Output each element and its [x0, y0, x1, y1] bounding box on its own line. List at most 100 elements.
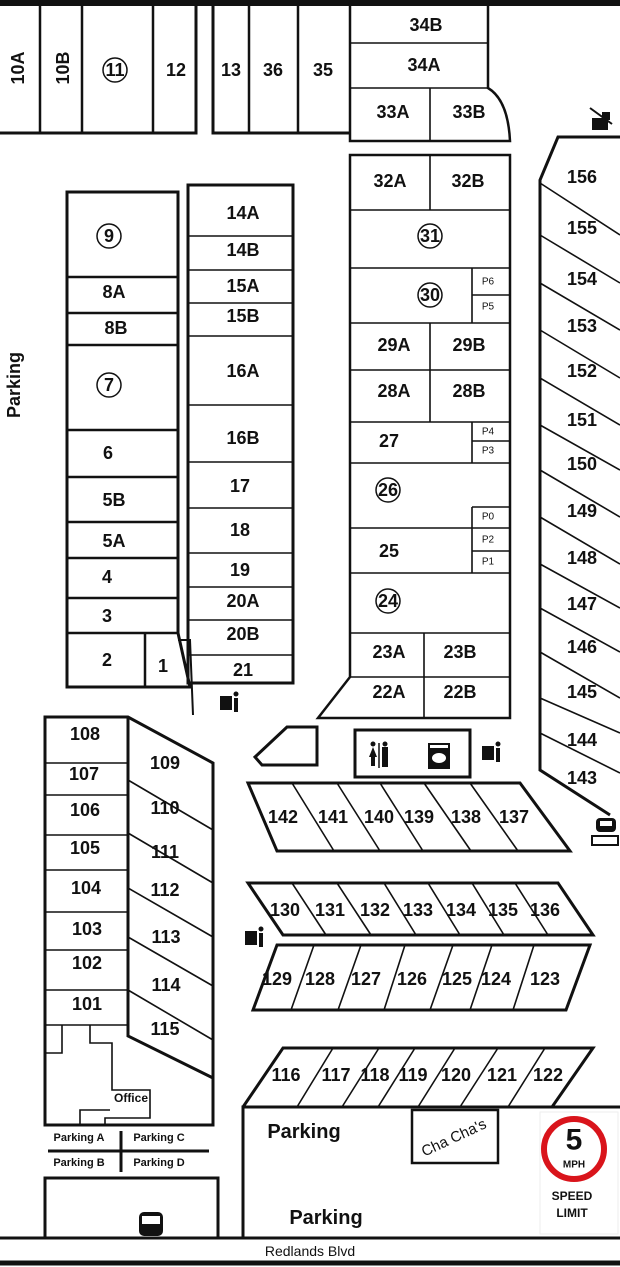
site-unit-119[interactable]: 119	[398, 1065, 427, 1085]
site-unit-111[interactable]: 111	[151, 842, 179, 862]
site-unit-12[interactable]: 12	[166, 60, 186, 80]
site-unit-140[interactable]: 140	[364, 807, 394, 827]
power-post-label[interactable]: P0	[482, 512, 495, 523]
site-unit-27[interactable]: 27	[379, 431, 399, 451]
site-unit-113[interactable]: 113	[151, 927, 180, 947]
site-unit-24[interactable]: 24	[378, 591, 398, 611]
site-unit-33b[interactable]: 33B	[452, 102, 485, 122]
site-unit-22a[interactable]: 22A	[372, 682, 405, 702]
site-unit-133[interactable]: 133	[403, 900, 433, 920]
site-unit-18[interactable]: 18	[230, 520, 250, 540]
site-unit-25[interactable]: 25	[379, 541, 399, 561]
site-unit-3[interactable]: 3	[102, 606, 112, 626]
site-unit-33a[interactable]: 33A	[376, 102, 409, 122]
site-unit-107[interactable]: 107	[69, 764, 99, 784]
power-post-label[interactable]: P4	[482, 427, 495, 438]
site-unit-23b[interactable]: 23B	[443, 642, 476, 662]
site-unit-124[interactable]: 124	[481, 969, 511, 989]
site-unit-15b[interactable]: 15B	[226, 306, 259, 326]
site-unit-142[interactable]: 142	[268, 807, 298, 827]
power-post-label[interactable]: P2	[482, 535, 495, 546]
site-unit-147[interactable]: 147	[567, 594, 597, 614]
site-unit-103[interactable]: 103	[72, 919, 102, 939]
site-unit-31[interactable]: 31	[420, 226, 440, 246]
site-unit-5a[interactable]: 5A	[102, 531, 125, 551]
site-unit-8b[interactable]: 8B	[104, 318, 127, 338]
site-unit-155[interactable]: 155	[567, 218, 597, 238]
site-unit-132[interactable]: 132	[360, 900, 390, 920]
site-unit-143[interactable]: 143	[567, 768, 597, 788]
site-unit-120[interactable]: 120	[441, 1065, 471, 1085]
site-unit-1[interactable]: 1	[158, 656, 168, 676]
site-unit-101[interactable]: 101	[72, 994, 102, 1014]
site-unit-126[interactable]: 126	[397, 969, 427, 989]
site-unit-13[interactable]: 13	[221, 60, 241, 80]
site-unit-104[interactable]: 104	[71, 878, 101, 898]
site-unit-17[interactable]: 17	[230, 476, 250, 496]
site-unit-16b[interactable]: 16B	[226, 428, 259, 448]
site-unit-28b[interactable]: 28B	[452, 381, 485, 401]
site-unit-8a[interactable]: 8A	[102, 282, 125, 302]
site-unit-32b[interactable]: 32B	[451, 171, 484, 191]
site-unit-150[interactable]: 150	[567, 454, 597, 474]
site-unit-14a[interactable]: 14A	[226, 203, 259, 223]
site-unit-125[interactable]: 125	[442, 969, 472, 989]
site-unit-116[interactable]: 116	[271, 1065, 300, 1085]
site-unit-7[interactable]: 7	[104, 375, 114, 395]
site-unit-138[interactable]: 138	[451, 807, 481, 827]
site-unit-136[interactable]: 136	[530, 900, 560, 920]
site-unit-114[interactable]: 114	[151, 975, 180, 995]
site-unit-35[interactable]: 35	[313, 60, 333, 80]
power-post-label[interactable]: P1	[482, 557, 495, 568]
site-unit-117[interactable]: 117	[321, 1065, 350, 1085]
site-unit-106[interactable]: 106	[70, 800, 100, 820]
site-unit-110[interactable]: 110	[150, 798, 179, 818]
site-unit-4[interactable]: 4	[102, 567, 112, 587]
site-unit-122[interactable]: 122	[533, 1065, 563, 1085]
site-unit-32a[interactable]: 32A	[373, 171, 406, 191]
site-unit-22b[interactable]: 22B	[443, 682, 476, 702]
site-unit-29a[interactable]: 29A	[377, 335, 410, 355]
site-unit-102[interactable]: 102	[72, 953, 102, 973]
site-unit-154[interactable]: 154	[567, 269, 597, 289]
site-unit-34b[interactable]: 34B	[409, 15, 442, 35]
site-unit-21[interactable]: 21	[233, 660, 253, 680]
site-unit-30[interactable]: 30	[420, 285, 440, 305]
site-unit-9[interactable]: 9	[104, 226, 114, 246]
site-unit-127[interactable]: 127	[351, 969, 381, 989]
site-unit-105[interactable]: 105	[70, 838, 100, 858]
site-unit-134[interactable]: 134	[446, 900, 476, 920]
site-unit-36[interactable]: 36	[263, 60, 283, 80]
site-unit-130[interactable]: 130	[270, 900, 300, 920]
site-unit-128[interactable]: 128	[305, 969, 335, 989]
power-post-label[interactable]: P5	[482, 302, 495, 313]
site-unit-151[interactable]: 151	[567, 410, 597, 430]
site-unit-149[interactable]: 149	[567, 501, 597, 521]
site-unit-153[interactable]: 153	[567, 316, 597, 336]
site-unit-29b[interactable]: 29B	[452, 335, 485, 355]
site-unit-2[interactable]: 2	[102, 650, 112, 670]
site-unit-115[interactable]: 115	[150, 1019, 179, 1039]
site-unit-109[interactable]: 109	[150, 753, 180, 773]
site-unit-131[interactable]: 131	[315, 900, 345, 920]
site-unit-34a[interactable]: 34A	[407, 55, 440, 75]
site-unit-26[interactable]: 26	[378, 480, 398, 500]
site-unit-141[interactable]: 141	[318, 807, 348, 827]
power-post-label[interactable]: P6	[482, 277, 495, 288]
site-unit-123[interactable]: 123	[530, 969, 560, 989]
site-unit-28a[interactable]: 28A	[377, 381, 410, 401]
site-unit-11[interactable]: 11	[105, 60, 124, 80]
site-unit-148[interactable]: 148	[567, 548, 597, 568]
site-unit-118[interactable]: 118	[360, 1065, 389, 1085]
site-unit-137[interactable]: 137	[499, 807, 529, 827]
site-unit-108[interactable]: 108	[70, 724, 100, 744]
site-unit-15a[interactable]: 15A	[226, 276, 259, 296]
site-unit-146[interactable]: 146	[567, 637, 597, 657]
site-unit-144[interactable]: 144	[567, 730, 597, 750]
site-unit-129[interactable]: 129	[262, 969, 292, 989]
site-unit-16a[interactable]: 16A	[226, 361, 259, 381]
site-unit-23a[interactable]: 23A	[372, 642, 405, 662]
site-unit-152[interactable]: 152	[567, 361, 597, 381]
site-unit-121[interactable]: 121	[487, 1065, 517, 1085]
site-unit-19[interactable]: 19	[230, 560, 250, 580]
